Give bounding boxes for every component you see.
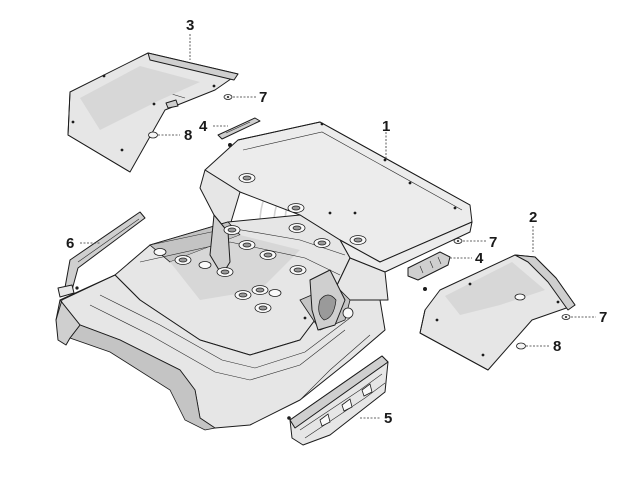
mounting-holes	[153, 173, 367, 313]
callout-labels: 3 7 4 8 1 2 6 7 4 7 8 5	[66, 17, 607, 427]
bracket-part-4-lower	[407, 251, 451, 291]
fastener-7-right	[561, 314, 571, 320]
callout-2: 2	[529, 209, 537, 226]
callout-7-upper: 7	[259, 89, 267, 106]
washer-8-right	[516, 342, 526, 350]
callout-8-right: 8	[553, 338, 561, 355]
rear-fender-body-part-1	[55, 121, 473, 431]
side-rail-part-6	[57, 211, 146, 298]
fastener-7-middle	[453, 238, 463, 244]
bracket-part-4-upper	[217, 117, 261, 147]
fender-flap-part-3	[67, 52, 239, 173]
callout-4-lower: 4	[475, 250, 484, 267]
washer-8-upper	[148, 131, 158, 139]
callout-8-upper: 8	[184, 127, 192, 144]
callout-6: 6	[66, 235, 74, 252]
skid-guard-part-5	[287, 355, 389, 446]
leader-lines	[80, 34, 596, 419]
callout-7-right: 7	[599, 309, 607, 326]
callout-1: 1	[382, 118, 390, 135]
callout-3: 3	[186, 17, 194, 34]
callout-5: 5	[384, 410, 392, 427]
callout-4-upper: 4	[199, 118, 208, 135]
fastener-7-upper	[223, 94, 233, 100]
fender-flap-part-2	[419, 254, 576, 371]
callout-7-middle: 7	[489, 234, 497, 251]
